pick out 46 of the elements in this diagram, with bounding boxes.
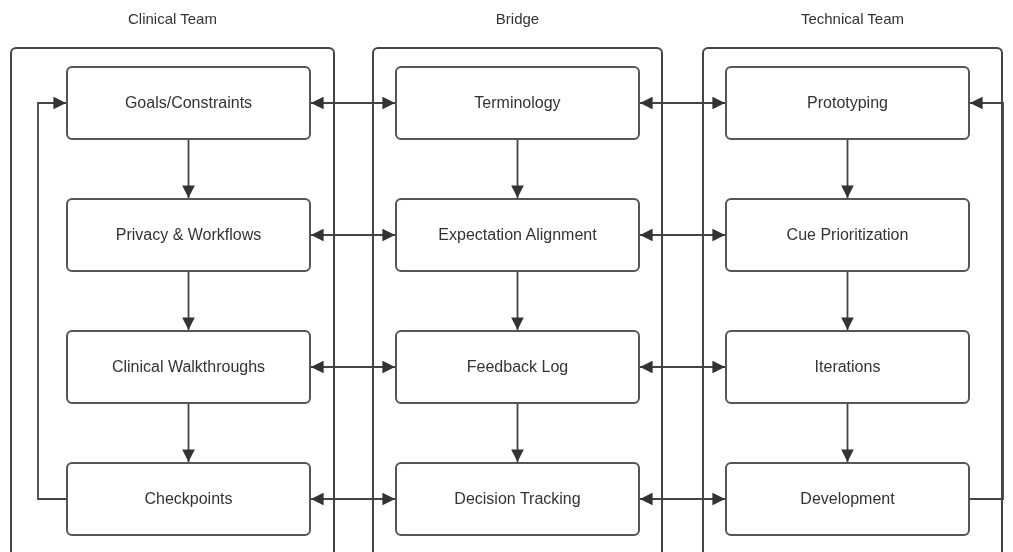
process-box <box>395 330 640 404</box>
process-box <box>66 198 311 272</box>
arrow <box>841 403 854 463</box>
arrow <box>310 228 396 242</box>
arrow <box>511 403 524 463</box>
arrow <box>841 139 854 199</box>
arrow <box>639 492 726 506</box>
box-label: Privacy & Workflows <box>115 225 262 245</box>
arrow <box>969 96 1004 500</box>
box-label: Prototyping <box>807 93 888 113</box>
arrow <box>310 96 396 110</box>
arrow <box>310 360 396 374</box>
box-label: Iterations <box>814 357 881 377</box>
box-label: Terminology <box>474 93 561 113</box>
box-label: Checkpoints <box>144 489 233 509</box>
arrow <box>511 271 524 331</box>
box-label: Clinical Walkthroughs <box>111 357 266 377</box>
box-label: Feedback Log <box>466 357 569 377</box>
box-label: Decision Tracking <box>454 489 581 509</box>
arrow <box>182 403 195 463</box>
arrow <box>639 96 726 110</box>
arrow <box>511 139 524 199</box>
arrow <box>182 271 195 331</box>
process-box <box>725 330 970 404</box>
arrow <box>182 139 195 199</box>
process-box <box>66 330 311 404</box>
lane-title: Bridge <box>494 9 541 29</box>
arrow <box>37 96 67 500</box>
process-box <box>725 66 970 140</box>
process-box <box>725 198 970 272</box>
arrow <box>639 360 726 374</box>
process-box <box>66 462 311 536</box>
process-box <box>395 66 640 140</box>
process-box <box>395 462 640 536</box>
arrow <box>841 271 854 331</box>
process-box <box>66 66 311 140</box>
arrow <box>310 492 396 506</box>
arrow <box>639 228 726 242</box>
lane-title: Technical Team <box>799 9 906 29</box>
lane-title: Clinical Team <box>127 9 218 29</box>
process-box <box>725 462 970 536</box>
box-label: Cue Prioritization <box>786 225 909 245</box>
process-box <box>395 198 640 272</box>
box-label: Development <box>800 489 895 509</box>
box-label: Expectation Alignment <box>438 225 597 245</box>
box-label: Goals/Constraints <box>124 93 253 113</box>
